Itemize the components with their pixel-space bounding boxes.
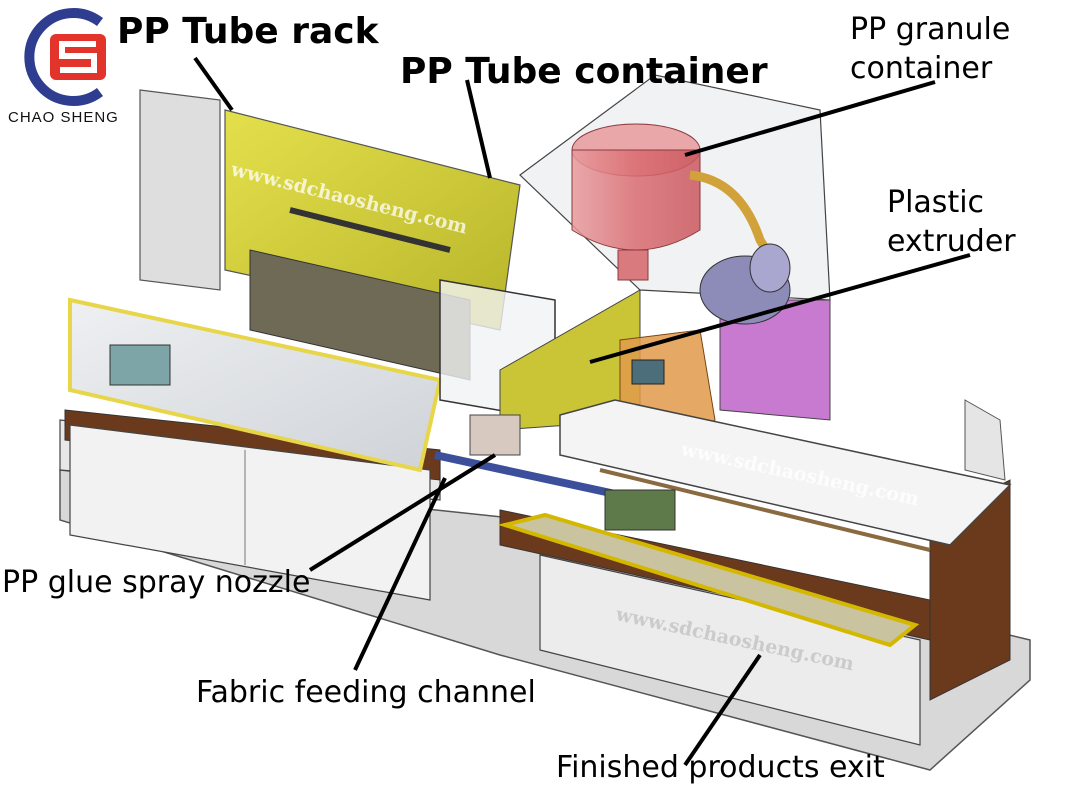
conveyor-rail: [599, 468, 931, 552]
leader-glue-nozzle: [308, 453, 497, 572]
leader-lines: [193, 56, 971, 767]
leader-exit: [683, 653, 762, 767]
finished-exit-tray: [497, 512, 920, 648]
rack-roller: [289, 207, 451, 253]
lower-glass-cabinet: [69, 424, 431, 601]
label-pp-tube-rack: PP Tube rack: [117, 11, 379, 52]
label-fabric-feeding-channel: Fabric feeding channel: [196, 675, 536, 710]
logo-s-letter: [59, 41, 97, 73]
label-pp-tube-container: PP Tube container: [400, 51, 768, 92]
leader-granule: [684, 80, 936, 157]
extruder-motor-cap: [749, 243, 791, 293]
label-finished-products-exit: Finished products exit: [556, 750, 885, 785]
label-pp-granule-container: PP granule container: [850, 12, 1011, 86]
logo-text: CHAO SHENG: [8, 109, 119, 126]
motor-unit: [109, 344, 171, 386]
back-frame: [139, 89, 221, 291]
chao-sheng-logo: [24, 8, 106, 106]
label-pp-glue-spray-nozzle: PP glue spray nozzle: [2, 565, 311, 600]
leader-fabric: [353, 477, 447, 671]
control-screen: [631, 359, 665, 385]
leader-tube-rack: [193, 56, 234, 112]
drive-gearbox: [604, 489, 676, 531]
right-side-guard: [964, 399, 1006, 481]
hopper-outlet: [617, 249, 649, 281]
magenta-cabinet: [719, 299, 831, 421]
granule-hopper: [571, 149, 701, 251]
leader-tube-container: [465, 79, 492, 179]
label-plastic-extruder: Plastic extruder: [887, 185, 1016, 259]
leader-extruder: [589, 253, 971, 364]
glue-spray-nozzle: [434, 451, 621, 499]
logo-ring: [24, 8, 104, 106]
glue-nozzle-block: [469, 414, 521, 456]
left-glass-guard: [68, 297, 443, 473]
feed-pipe: [689, 170, 789, 283]
conveyor-table: [559, 399, 1012, 546]
